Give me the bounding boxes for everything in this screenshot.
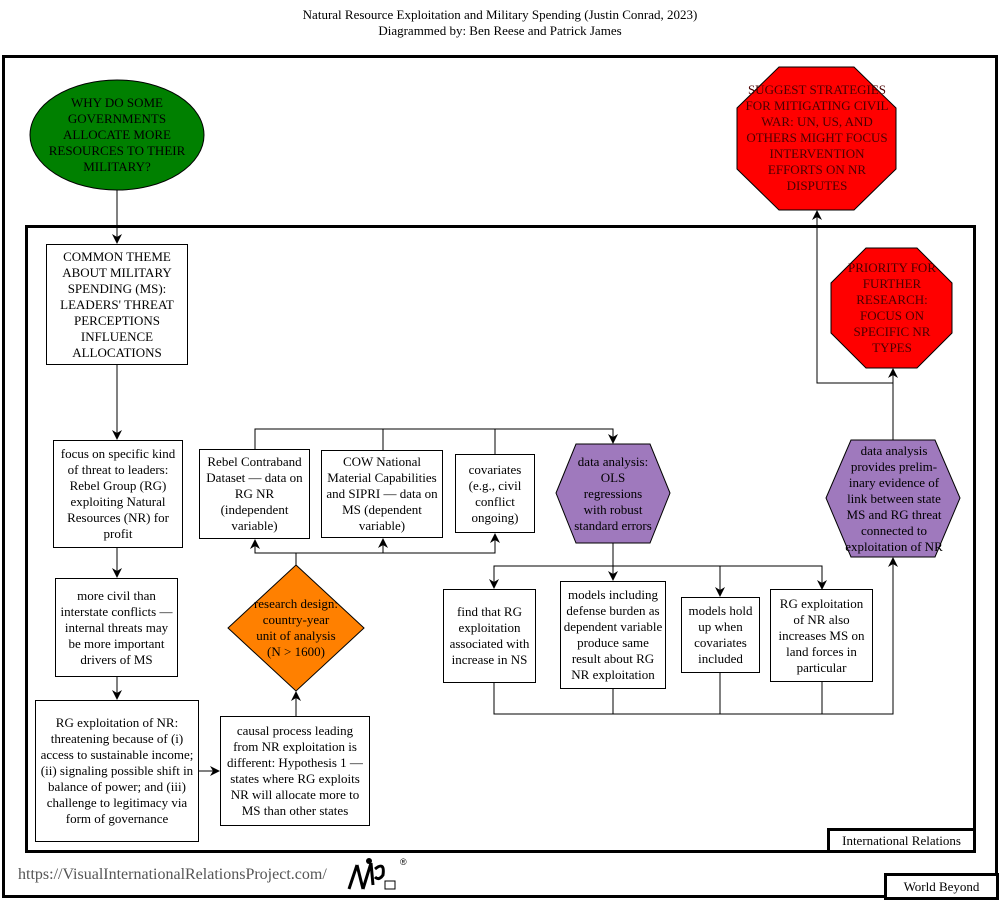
inner-frame <box>25 225 976 853</box>
data-analysis-node: data analysis: OLS regressions with robu… <box>574 453 652 533</box>
connector <box>493 557 898 715</box>
world-beyond-label: World Beyond <box>884 873 999 900</box>
models-hold-box: models hold up when covariates included <box>681 597 760 673</box>
international-relations-label: International Relations <box>827 828 976 853</box>
connector <box>383 533 500 554</box>
connector <box>250 539 297 565</box>
priority-node: PRIORITY FOR FURTHER RESEARCH: FOCUS ON … <box>847 260 936 355</box>
connector <box>812 210 893 384</box>
preliminary-evidence-node: data analysis provides prelim-inary evid… <box>845 442 943 554</box>
connector <box>489 565 613 589</box>
preliminary-evidence-hexagon <box>825 439 961 558</box>
models-defense-box: models including defense burden as depen… <box>560 581 666 689</box>
connector <box>296 538 388 554</box>
connector <box>254 428 618 449</box>
suggest-octagon <box>736 66 897 211</box>
question-node: WHY DO SOME GOVERNMENTS ALLOCATE MORE RE… <box>48 95 186 174</box>
suggest-node: SUGGEST STRATEGIES FOR MITIGATING CIVIL … <box>745 82 889 193</box>
research-design-node: research design: country-year unit of an… <box>253 596 339 659</box>
common-theme-box: COMMON THEME ABOUT MILITARY SPENDING (MS… <box>46 244 188 365</box>
website-url[interactable]: https://VisualInternationalRelationsProj… <box>18 866 327 883</box>
focus-box: focus on specific kind of threat to lead… <box>53 440 183 548</box>
causal-process-box: causal process leading from NR exploitat… <box>220 716 370 826</box>
connectors <box>112 190 898 776</box>
connector <box>613 565 827 590</box>
data-analysis-hexagon <box>555 443 671 544</box>
svg-text:®: ® <box>400 857 407 867</box>
more-civil-box: more civil than interstate conflicts — i… <box>55 578 178 677</box>
virp-logo: ® <box>347 857 407 890</box>
find-that-box: find that RG exploitation associated wit… <box>443 589 536 683</box>
diagram-subtitle: Diagrammed by: Ben Reese and Patrick Jam… <box>378 23 622 38</box>
rg-exploitation-box: RG exploitation of NR: threatening becau… <box>35 700 199 842</box>
cow-sipri-box: COW National Material Capabilities and S… <box>321 450 443 538</box>
covariates-box: covariates (e.g., civil conflict ongoing… <box>455 454 535 533</box>
outer-frame <box>2 55 998 898</box>
diagram-title: Natural Resource Exploitation and Milita… <box>302 7 698 22</box>
rebel-contraband-box: Rebel Contraband Dataset — data on RG NR… <box>199 449 310 539</box>
priority-octagon <box>830 247 953 369</box>
land-forces-box: RG exploitation of NR also increases MS … <box>770 589 873 682</box>
